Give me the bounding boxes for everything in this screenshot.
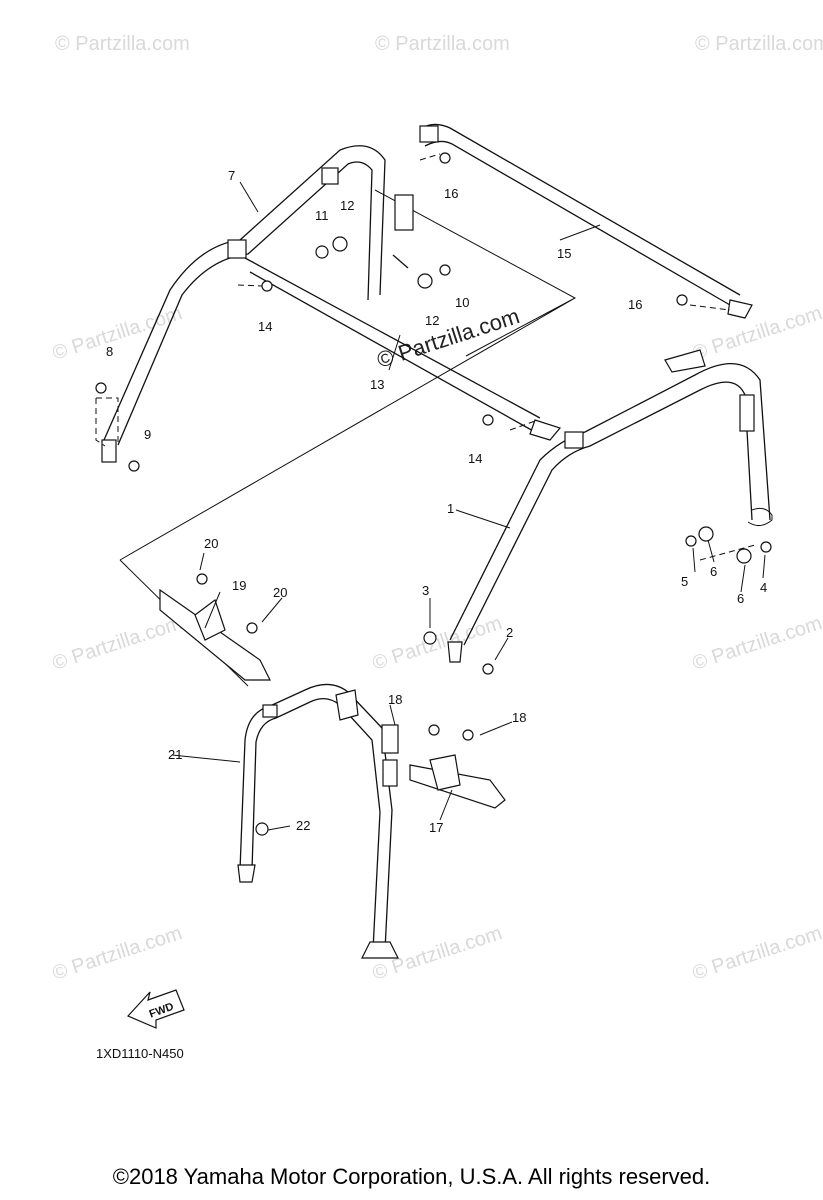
bolt (246, 622, 258, 634)
callout-22: 22 (296, 818, 310, 833)
watermark: © Partzilla.com (375, 33, 510, 55)
bolt (462, 729, 474, 741)
bolt (482, 414, 494, 426)
bracket (361, 941, 399, 959)
bracket (335, 689, 359, 721)
callout-3: 3 (422, 583, 429, 598)
part-15-rear-bar (419, 123, 753, 319)
callout-18: 18 (388, 692, 402, 707)
bracket (529, 419, 562, 441)
dashed-guide (95, 153, 756, 561)
bracket (739, 394, 755, 432)
bolt (439, 264, 451, 276)
watermark: © Partzilla.com (55, 33, 190, 55)
callout-16: 16 (444, 186, 458, 201)
part-21-front-hoop (237, 683, 399, 959)
callout-7: 7 (228, 168, 235, 183)
callout-6: 6 (710, 564, 717, 579)
callout-5: 5 (681, 574, 688, 589)
watermark: © Partzilla.com (695, 33, 823, 55)
bracket (237, 864, 256, 883)
washer (417, 273, 433, 289)
callout-1: 1 (447, 501, 454, 516)
washer (332, 236, 348, 252)
bracket (381, 724, 399, 754)
callout-10: 10 (455, 295, 469, 310)
nut (685, 535, 697, 547)
watermark: © Partzilla.com (690, 922, 823, 985)
watermark: © Partzilla.com (50, 302, 185, 365)
watermark: © Partzilla.com (690, 612, 823, 675)
bolt (428, 724, 440, 736)
callout-14: 14 (258, 319, 272, 334)
watermark: © Partzilla.com (50, 922, 185, 985)
watermark: © Partzilla.com (50, 612, 185, 675)
callout-11: 11 (315, 208, 329, 223)
bracket (101, 439, 117, 463)
bracket (394, 194, 414, 231)
callout-14: 14 (468, 451, 482, 466)
washer (698, 526, 714, 542)
callout-21: 21 (168, 747, 182, 762)
callout-18: 18 (512, 710, 526, 725)
nut (315, 245, 329, 259)
callout-12: 12 (340, 198, 354, 213)
callout-17: 17 (429, 820, 443, 835)
bolt (255, 822, 269, 836)
callout-9: 9 (144, 427, 151, 442)
callout-20: 20 (204, 536, 218, 551)
bolt (482, 663, 494, 675)
bracket (382, 759, 398, 787)
callout-16: 16 (628, 297, 642, 312)
part-1-rear-hoop (447, 349, 773, 663)
bolt (676, 294, 688, 306)
callout-2: 2 (506, 625, 513, 640)
callout-12: 12 (425, 313, 439, 328)
callout-19: 19 (232, 578, 246, 593)
bracket (664, 349, 706, 373)
watermark: © Partzilla.com (690, 302, 823, 365)
copyright-notice: ©2018 Yamaha Motor Corporation, U.S.A. A… (112, 1164, 711, 1189)
callout-15: 15 (557, 246, 571, 261)
fwd-arrow-icon: FWD (126, 989, 185, 1029)
diagram-code: 1XD1110-N450 (96, 1046, 184, 1061)
bolt (95, 382, 107, 394)
fasteners (95, 152, 772, 836)
washer (423, 631, 437, 645)
bolt (196, 573, 208, 585)
part-17-bracket (409, 754, 506, 809)
bolt (261, 280, 273, 292)
part-7-front-bar (101, 145, 414, 463)
callout-6: 6 (737, 591, 744, 606)
part-19-bracket (159, 588, 271, 681)
part-13-middle-bar (244, 257, 562, 441)
bracket (419, 125, 439, 143)
callout-4: 4 (760, 580, 767, 595)
callout-8: 8 (106, 344, 113, 359)
watermark-layer: © Partzilla.com © Partzilla.com © Partzi… (50, 33, 823, 985)
bracket (727, 299, 753, 319)
callout-13: 13 (370, 377, 384, 392)
bolt (760, 541, 772, 553)
callout-labels: 7 11 12 16 15 8 14 12 10 16 13 9 14 1 20… (106, 168, 767, 835)
bracket (321, 167, 339, 185)
callout-20: 20 (273, 585, 287, 600)
bracket (227, 239, 247, 259)
nut (128, 460, 140, 472)
bracket (564, 431, 584, 449)
bracket (262, 704, 278, 718)
bracket (447, 641, 463, 663)
washer (736, 548, 752, 564)
bolt (439, 152, 451, 164)
leader-lines (171, 181, 766, 831)
